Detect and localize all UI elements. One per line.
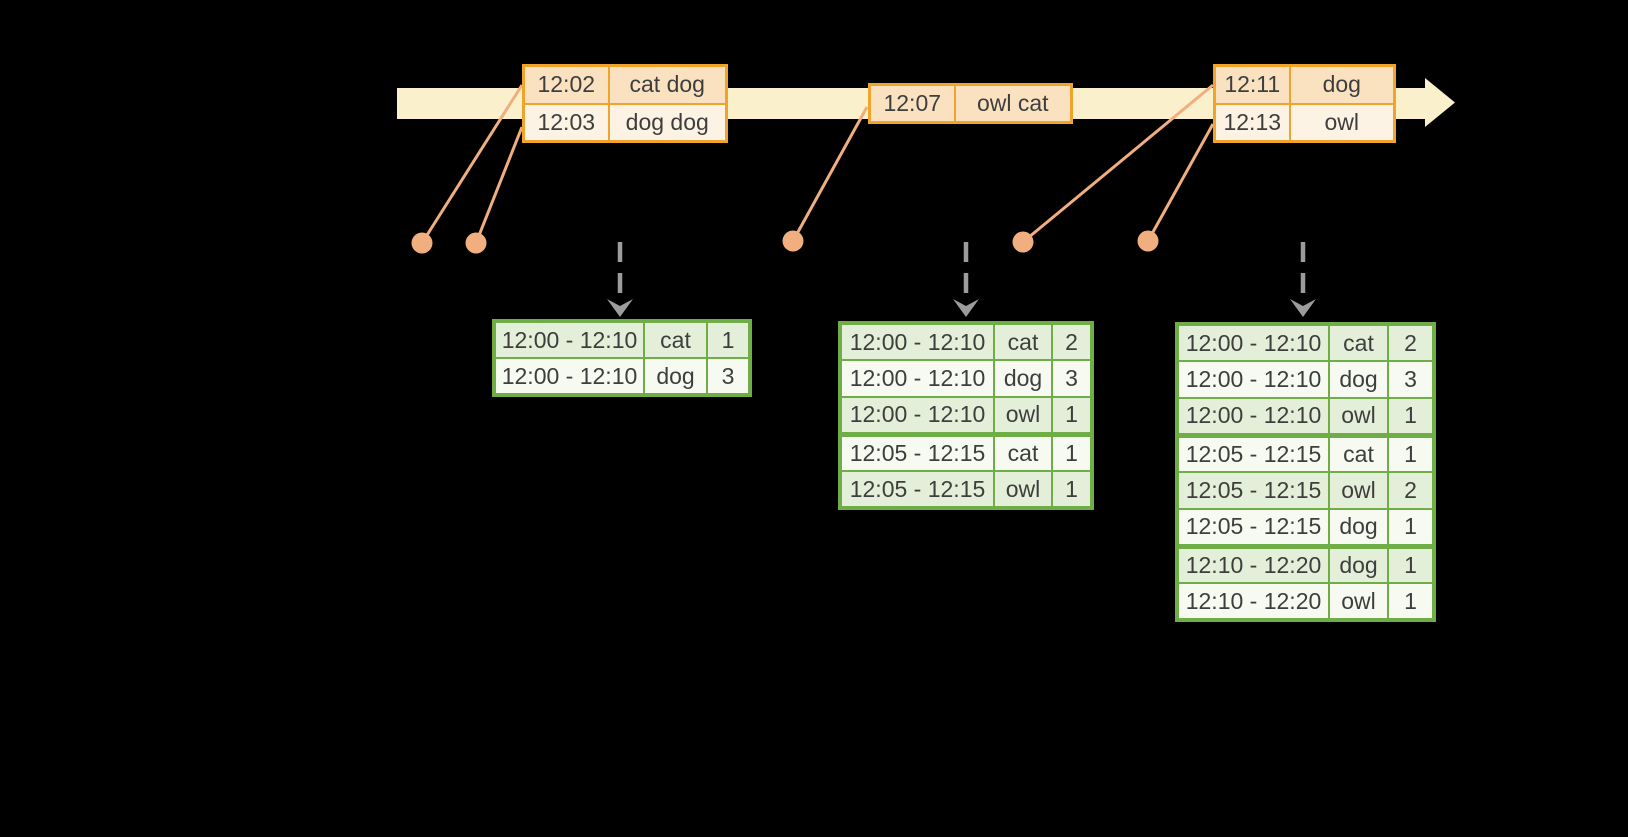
count-cell: 1 bbox=[1387, 582, 1435, 621]
event-time: 12:03 bbox=[522, 102, 610, 143]
event-dot bbox=[1137, 230, 1159, 252]
word-cell: owl bbox=[1328, 471, 1389, 510]
result-row: 12:00 - 12:10 owl 1 bbox=[839, 396, 1093, 435]
word-cell: dog bbox=[1328, 508, 1389, 547]
window-cell: 12:05 - 12:15 bbox=[1176, 508, 1330, 547]
word-cell: owl bbox=[1328, 397, 1389, 436]
word-cell: dog bbox=[1328, 360, 1389, 399]
result-row: 12:00 - 12:10 cat 1 bbox=[493, 320, 751, 359]
event-words: owl cat bbox=[953, 83, 1073, 124]
timeline-arrowhead-icon bbox=[1425, 78, 1455, 127]
result-row: 12:00 - 12:10 owl 1 bbox=[1176, 397, 1435, 436]
result-row: 12:10 - 12:20 owl 1 bbox=[1176, 582, 1435, 621]
window-cell: 12:05 - 12:15 bbox=[839, 431, 995, 472]
event-dot bbox=[1012, 231, 1034, 253]
result-row: 12:05 - 12:15 cat 1 bbox=[1176, 432, 1435, 473]
window-cell: 12:00 - 12:10 bbox=[1176, 360, 1330, 399]
count-cell: 3 bbox=[1051, 359, 1093, 398]
count-cell: 1 bbox=[1387, 508, 1435, 547]
word-cell: owl bbox=[1328, 582, 1389, 621]
trigger-arrowhead-icon bbox=[607, 299, 633, 317]
result-row: 12:00 - 12:10 cat 2 bbox=[1176, 323, 1435, 362]
word-cell: cat bbox=[993, 431, 1053, 472]
word-cell: dog bbox=[993, 359, 1053, 398]
event-words: owl bbox=[1288, 102, 1396, 143]
word-cell: cat bbox=[1328, 323, 1389, 362]
event-time: 12:11 bbox=[1213, 64, 1291, 105]
window-cell: 12:05 - 12:15 bbox=[839, 470, 995, 509]
word-cell: cat bbox=[1328, 432, 1389, 473]
event-dot bbox=[465, 232, 487, 254]
window-cell: 12:00 - 12:10 bbox=[493, 357, 645, 396]
window-cell: 12:00 - 12:10 bbox=[493, 320, 645, 359]
count-cell: 1 bbox=[706, 320, 751, 359]
count-cell: 2 bbox=[1387, 323, 1435, 362]
window-cell: 12:00 - 12:10 bbox=[839, 322, 995, 361]
count-cell: 2 bbox=[1051, 322, 1093, 361]
word-cell: cat bbox=[993, 322, 1053, 361]
count-cell: 1 bbox=[1387, 543, 1435, 584]
connector-line bbox=[791, 106, 869, 242]
event-time: 12:02 bbox=[522, 64, 610, 105]
result-table-3: 12:00 - 12:10 cat 2 12:00 - 12:10 dog 3 … bbox=[1175, 322, 1436, 622]
event-table-2: 12:07 owl cat bbox=[868, 83, 1073, 124]
word-cell: owl bbox=[993, 470, 1053, 509]
word-cell: cat bbox=[643, 320, 708, 359]
event-time: 12:07 bbox=[868, 83, 956, 124]
result-row: 12:05 - 12:15 dog 1 bbox=[1176, 508, 1435, 547]
result-row: 12:05 - 12:15 owl 2 bbox=[1176, 471, 1435, 510]
result-row: 12:05 - 12:15 owl 1 bbox=[839, 470, 1093, 509]
window-cell: 12:10 - 12:20 bbox=[1176, 582, 1330, 621]
event-table-3: 12:11 dog 12:13 owl bbox=[1213, 64, 1396, 143]
count-cell: 1 bbox=[1051, 431, 1093, 472]
count-cell: 3 bbox=[706, 357, 751, 396]
word-cell: owl bbox=[993, 396, 1053, 435]
count-cell: 1 bbox=[1051, 396, 1093, 435]
result-row: 12:00 - 12:10 dog 3 bbox=[1176, 360, 1435, 399]
event-time: 12:13 bbox=[1213, 102, 1291, 143]
result-table-2: 12:00 - 12:10 cat 2 12:00 - 12:10 dog 3 … bbox=[838, 321, 1094, 510]
window-cell: 12:05 - 12:15 bbox=[1176, 471, 1330, 510]
count-cell: 1 bbox=[1051, 470, 1093, 509]
result-table-1: 12:00 - 12:10 cat 1 12:00 - 12:10 dog 3 bbox=[492, 319, 752, 397]
event-words: dog dog bbox=[607, 102, 728, 143]
event-row: 12:07 owl cat bbox=[868, 83, 1073, 124]
count-cell: 3 bbox=[1387, 360, 1435, 399]
event-dot bbox=[411, 232, 433, 254]
connector-line bbox=[1146, 123, 1215, 242]
trigger-arrowhead-icon bbox=[1290, 299, 1316, 317]
count-cell: 2 bbox=[1387, 471, 1435, 510]
window-cell: 12:10 - 12:20 bbox=[1176, 543, 1330, 584]
event-table-1: 12:02 cat dog 12:03 dog dog bbox=[522, 64, 728, 143]
count-cell: 1 bbox=[1387, 432, 1435, 473]
result-row: 12:00 - 12:10 dog 3 bbox=[839, 359, 1093, 398]
connector-line bbox=[474, 126, 524, 244]
result-row: 12:00 - 12:10 dog 3 bbox=[493, 357, 751, 396]
result-row: 12:05 - 12:15 cat 1 bbox=[839, 431, 1093, 472]
event-dot bbox=[782, 230, 804, 252]
event-words: cat dog bbox=[607, 64, 728, 105]
window-cell: 12:00 - 12:10 bbox=[1176, 323, 1330, 362]
event-row: 12:03 dog dog bbox=[522, 102, 728, 143]
window-cell: 12:00 - 12:10 bbox=[1176, 397, 1330, 436]
event-words: dog bbox=[1288, 64, 1396, 105]
window-cell: 12:00 - 12:10 bbox=[839, 396, 995, 435]
result-row: 12:10 - 12:20 dog 1 bbox=[1176, 543, 1435, 584]
event-row: 12:13 owl bbox=[1213, 102, 1396, 143]
count-cell: 1 bbox=[1387, 397, 1435, 436]
window-cell: 12:00 - 12:10 bbox=[839, 359, 995, 398]
event-row: 12:11 dog bbox=[1213, 64, 1396, 105]
word-cell: dog bbox=[1328, 543, 1389, 584]
event-row: 12:02 cat dog bbox=[522, 64, 728, 105]
word-cell: dog bbox=[643, 357, 708, 396]
trigger-arrowhead-icon bbox=[953, 299, 979, 317]
result-row: 12:00 - 12:10 cat 2 bbox=[839, 322, 1093, 361]
window-cell: 12:05 - 12:15 bbox=[1176, 432, 1330, 473]
